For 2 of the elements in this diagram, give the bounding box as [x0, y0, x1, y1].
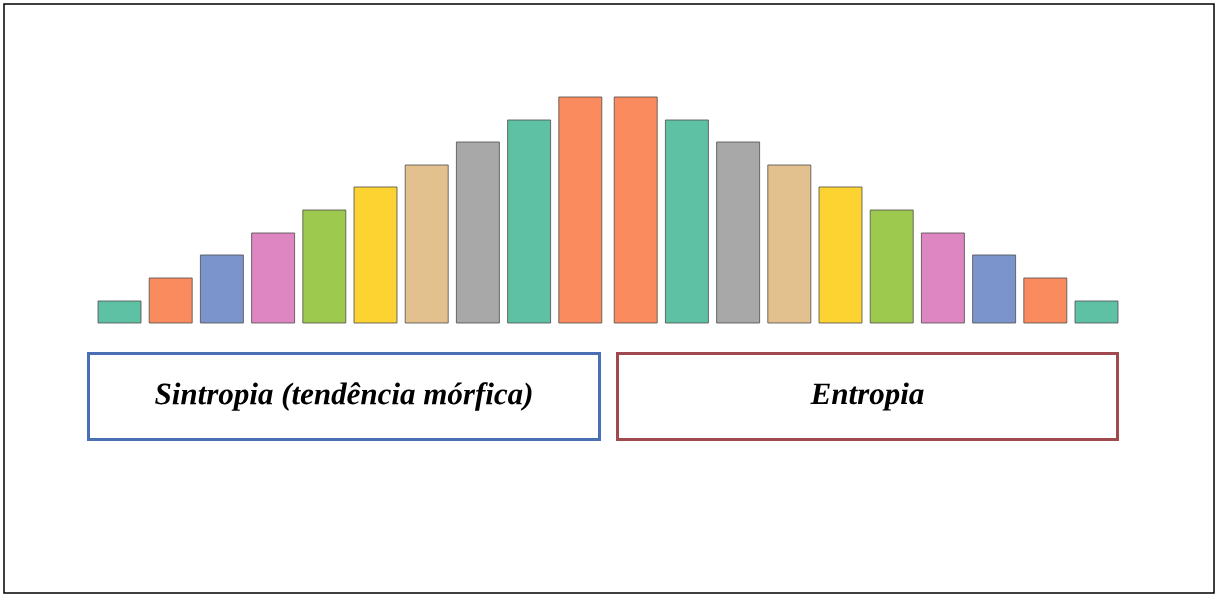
- text-box: Entropia: [616, 352, 1119, 441]
- text-box: Sintropia (tendência mórfica): [87, 352, 601, 441]
